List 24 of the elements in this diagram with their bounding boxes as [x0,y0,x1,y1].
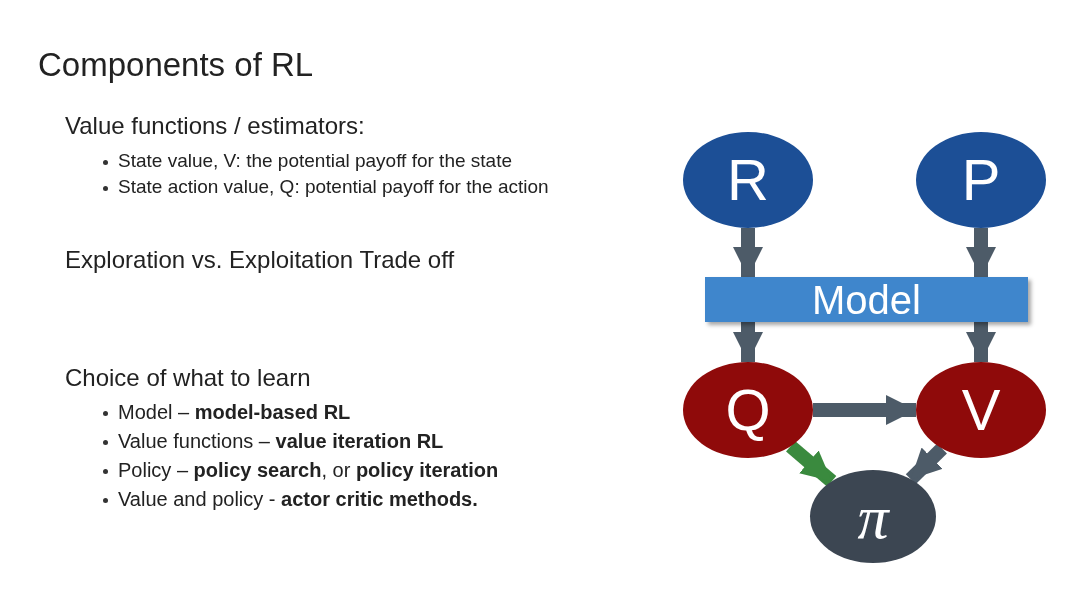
slide-title: Components of RL [38,46,314,84]
bullet-text: Value and policy - actor critic methods. [118,488,478,511]
arrow [813,395,916,425]
node-label: Q [725,381,771,439]
arrow [966,322,996,362]
heading-text: Choice of what to learn [65,364,311,392]
heading-text: Value functions / estimators: [65,112,365,140]
node-label: P [961,151,1001,209]
node-label: V [961,381,1001,439]
arrow [905,443,947,485]
bullet-text: Value functions – value iteration RL [118,430,444,453]
arrow [733,228,763,277]
arrow [786,440,837,487]
bullet-text: Policy – policy search, or policy iteration [118,459,499,482]
bullet-text: Model – model-based RL [118,401,351,424]
node-label: π [857,485,889,548]
bullet-text: State action value, Q: potential payoff for the action [118,176,549,198]
arrow [966,228,996,277]
node-label: R [727,151,769,209]
heading-text: Exploration vs. Exploitation Trade off [65,246,455,274]
arrow [733,322,763,362]
node-label: Model [812,279,921,320]
process-bar [705,277,1028,322]
bullet-text: State value, V: the potential payoff for the state [118,150,512,172]
